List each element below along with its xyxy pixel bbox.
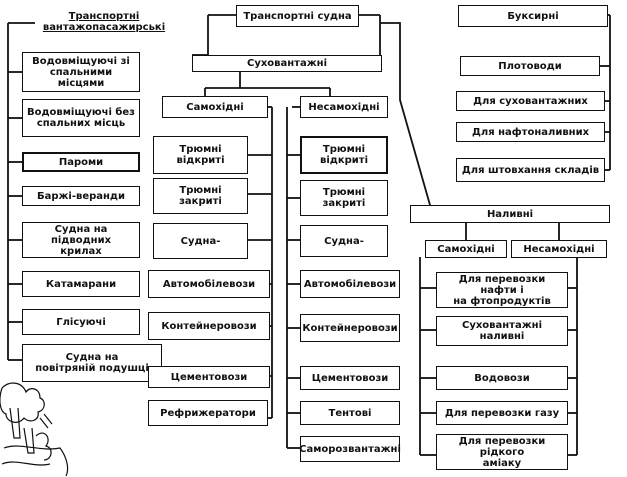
col3-item-6: Цементовози bbox=[300, 366, 400, 390]
col1-item-6: Катамарани bbox=[22, 271, 140, 297]
tugs-item-4: Для штовхання складів bbox=[456, 158, 605, 182]
tankers-item-4: Для перевозки газу bbox=[436, 401, 568, 425]
tugs-item-1: Плотоводи bbox=[460, 56, 600, 76]
tankers-header: Наливні bbox=[410, 205, 610, 223]
tankers-self-propelled: Самохідні bbox=[425, 240, 507, 258]
dry-non-self-propelled: Несамохідні bbox=[300, 96, 388, 118]
dry-self-propelled: Самохідні bbox=[162, 96, 268, 118]
col1-header: Транспортні вантажопасажирські bbox=[42, 11, 166, 33]
tankers-item-1: Для перевозки нафти і на фтопродуктів bbox=[436, 272, 568, 308]
col3-item-4: Автомобілевози bbox=[300, 270, 400, 298]
col2-item-4: Автомобілевози bbox=[148, 270, 270, 298]
col1-item-3: Пароми bbox=[22, 152, 140, 172]
col1-item-7: Глісуючі bbox=[22, 309, 140, 335]
tankers-non-self-propelled: Несамохідні bbox=[511, 240, 607, 258]
col2-item-7: Рефрижератори bbox=[148, 400, 268, 426]
col3-item-3: Судна- bbox=[300, 225, 388, 257]
col3-item-5: Контейнеровози bbox=[300, 314, 400, 342]
tugs-item-3: Для нафтоналивних bbox=[456, 122, 605, 142]
col3-item-7: Тентові bbox=[300, 401, 400, 425]
col3-item-1: Трюмні відкриті bbox=[300, 136, 388, 174]
col2-item-3: Судна- bbox=[153, 223, 248, 259]
col2-item-6: Цементовози bbox=[148, 366, 270, 388]
col2-item-1: Трюмні відкриті bbox=[153, 136, 248, 174]
tankers-item-3: Водовози bbox=[436, 366, 568, 390]
col1-item-1: Водовміщуючі зі спальними місцями bbox=[22, 52, 140, 92]
tankers-item-5: Для перевозки рідкого аміаку bbox=[436, 434, 568, 470]
col2-item-5: Контейнеровози bbox=[148, 312, 270, 340]
col1-item-8: Судна на повітряній подушці bbox=[22, 344, 162, 382]
transport-ships-title: Транспортні судна bbox=[236, 5, 359, 27]
col3-item-8: Саморозвантажні bbox=[299, 436, 401, 462]
ship-sketch-decoration bbox=[0, 382, 69, 477]
col2-item-2: Трюмні закриті bbox=[153, 178, 248, 214]
col3-item-2: Трюмні закриті bbox=[300, 180, 388, 216]
col1-item-4: Баржі-веранди bbox=[22, 186, 140, 206]
dry-cargo-box: Суховантажні bbox=[192, 55, 382, 72]
col1-item-5: Судна на підводних крилах bbox=[22, 222, 140, 258]
col1-item-2: Водовміщуючі без спальних місць bbox=[22, 99, 140, 137]
tugs-item-2: Для суховантажних bbox=[456, 91, 605, 111]
tankers-item-2: Суховантажні наливні bbox=[436, 316, 568, 346]
tugs-header: Буксирні bbox=[458, 5, 608, 27]
